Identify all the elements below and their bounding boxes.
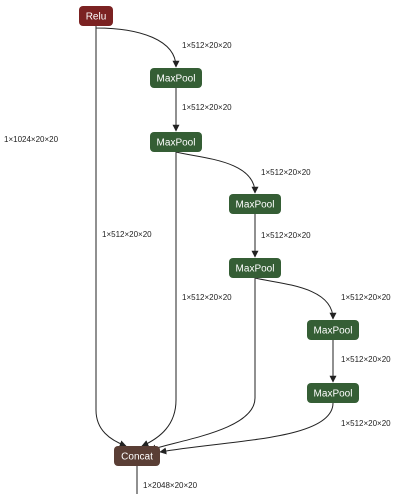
node-label-maxpool6: MaxPool: [314, 389, 353, 400]
edge-label-maxpool3-to-maxpool4: 1×512×20×20: [261, 231, 311, 240]
node-box-maxpool1[interactable]: [150, 68, 202, 88]
node-box-concat[interactable]: [114, 446, 160, 466]
edge-label-relu-to-maxpool1: 1×512×20×20: [182, 41, 232, 50]
edge-relu-to-maxpool1: [95, 26, 180, 68]
edge-label-maxpool4-to-maxpool5: 1×512×20×20: [341, 293, 391, 302]
edges-layer: 1×512×20×20 1×512×20×20 1×512×20×20 1×512×2…: [4, 26, 391, 494]
edge-label-concat-to-output: 1×2048×20×20: [143, 481, 198, 490]
edge-label-maxpool4-to-concat: 1×512×20×20: [182, 293, 232, 302]
node-maxpool2[interactable]: MaxPool: [150, 132, 202, 152]
nodes-layer: ReluMaxPoolMaxPoolMaxPoolMaxPoolMaxPoolM…: [79, 6, 359, 466]
edge-maxpool6-to-concat: [159, 402, 334, 455]
node-maxpool4[interactable]: MaxPool: [229, 258, 281, 278]
node-label-maxpool3: MaxPool: [236, 200, 275, 211]
node-maxpool5[interactable]: MaxPool: [307, 320, 359, 340]
node-maxpool1[interactable]: MaxPool: [150, 68, 202, 88]
node-label-maxpool4: MaxPool: [236, 264, 275, 275]
node-concat[interactable]: Concat: [114, 446, 160, 466]
node-label-maxpool5: MaxPool: [314, 326, 353, 337]
edge-label-maxpool2-to-maxpool3: 1×512×20×20: [261, 168, 311, 177]
edge-relu-to-concat: [95, 26, 127, 448]
node-box-relu[interactable]: [79, 6, 113, 26]
edge-maxpool4-to-concat: [149, 278, 256, 452]
node-relu[interactable]: Relu: [79, 6, 113, 26]
node-box-maxpool6[interactable]: [307, 383, 359, 403]
node-maxpool3[interactable]: MaxPool: [229, 194, 281, 214]
edge-label-maxpool5-to-maxpool6: 1×512×20×20: [341, 355, 391, 364]
node-label-maxpool1: MaxPool: [157, 74, 196, 85]
node-label-concat: Concat: [121, 452, 153, 463]
node-box-maxpool5[interactable]: [307, 320, 359, 340]
edge-maxpool4-to-maxpool5: [254, 277, 337, 320]
edge-label-relu-to-concat: 1×1024×20×20: [4, 135, 59, 144]
edge-label-maxpool6-to-concat: 1×512×20×20: [341, 419, 391, 428]
node-box-maxpool2[interactable]: [150, 132, 202, 152]
node-maxpool6[interactable]: MaxPool: [307, 383, 359, 403]
node-label-relu: Relu: [86, 12, 107, 23]
edge-maxpool2-to-concat: [141, 152, 177, 447]
node-box-maxpool3[interactable]: [229, 194, 281, 214]
node-box-maxpool4[interactable]: [229, 258, 281, 278]
node-label-maxpool2: MaxPool: [157, 138, 196, 149]
edge-label-maxpool1-to-maxpool2: 1×512×20×20: [182, 103, 232, 112]
edge-maxpool2-to-maxpool3: [175, 151, 259, 194]
edge-label-maxpool2-to-concat: 1×512×20×20: [102, 230, 152, 239]
